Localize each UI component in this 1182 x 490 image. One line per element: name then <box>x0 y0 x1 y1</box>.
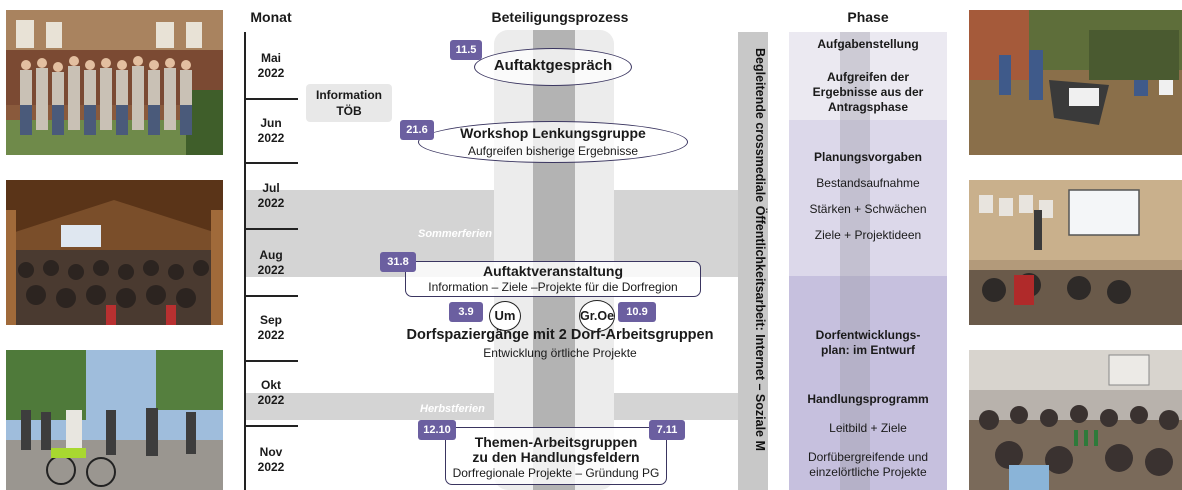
kickoff-talk-title: Auftaktgespräch <box>493 57 613 74</box>
phase-aufgabenstellung: Aufgabenstellung <box>817 37 919 51</box>
date-badge: 11.5 <box>450 40 482 60</box>
phase-block-start <box>789 32 947 120</box>
phase-stripe <box>840 32 870 490</box>
walks-title: Dorfspaziergänge mit 2 Dorf-Arbeitsgrupp… <box>406 327 714 343</box>
photo-presentation-room <box>969 180 1182 325</box>
crossmedia-bar <box>738 32 768 490</box>
photo-event-hall <box>6 180 223 325</box>
phase-planungsvorgaben: Planungsvorgaben <box>813 150 923 164</box>
auftakt-subtitle: Information – Ziele –Projekte für die Do… <box>428 280 678 294</box>
header-monat: Monat <box>250 9 292 25</box>
auftakt-title: Auftaktveranstaltung <box>482 263 624 279</box>
phase-leitbild: Leitbild + Ziele <box>829 421 907 435</box>
village-circle-groe: Gr.Oe <box>579 300 615 332</box>
photo-group-outdoor <box>6 10 223 155</box>
phase-bestandsaufnahme: Bestandsaufnahme <box>816 176 920 190</box>
date-badge: 21.6 <box>400 120 434 140</box>
label-herbstferien: Herbstferien <box>420 403 485 415</box>
timeline-tick <box>244 425 298 427</box>
timeline-tick <box>244 162 298 164</box>
timeline-tick <box>244 228 298 230</box>
phase-dep: Dorfentwicklungs-plan: im Entwurf <box>815 328 921 357</box>
date-badge: 7.11 <box>649 420 685 440</box>
themen-title-line1: Themen-Arbeitsgruppen <box>474 434 638 450</box>
date-badge: 31.8 <box>380 252 416 272</box>
workshop-title: Workshop Lenkungsgruppe <box>460 125 646 141</box>
date-badge: 10.9 <box>618 302 656 322</box>
themen-subtitle: Dorfregionale Projekte – Gründung PG <box>452 466 660 480</box>
village-circle-um: Um <box>489 301 521 331</box>
themen-title-line2: zu den Handlungsfeldern <box>472 449 640 465</box>
photo-field-discussion <box>969 10 1182 155</box>
photo-workshop-audience <box>969 350 1182 490</box>
phase-staerken: Stärken + Schwächen <box>809 202 927 216</box>
timeline-tick <box>244 360 298 362</box>
autumn-holiday-band <box>244 393 738 420</box>
phase-ziele: Ziele + Projektideen <box>814 228 922 242</box>
workshop-subtitle: Aufgreifen bisherige Ergebnisse <box>467 144 639 158</box>
label-sommerferien: Sommerferien <box>418 228 492 240</box>
workshop-ellipse <box>418 121 688 163</box>
header-phase: Phase <box>847 9 889 25</box>
timeline-tick <box>244 295 298 297</box>
crossmedia-bar-text: Begleitende crossmediale Öffentlichkeits… <box>753 48 767 451</box>
timeline-tick <box>244 98 298 100</box>
date-badge: 12.10 <box>418 420 456 440</box>
walks-subtitle: Entwicklung örtliche Projekte <box>483 346 637 360</box>
process-column-dark <box>533 30 575 490</box>
photo-village-walk <box>6 350 223 490</box>
kickoff-talk-ellipse <box>474 48 632 86</box>
phase-block-planning <box>789 120 947 276</box>
phase-block-draft <box>789 276 947 490</box>
themen-box <box>445 427 667 485</box>
auftakt-box <box>405 261 701 297</box>
phase-handlungsprogramm: Handlungsprogramm <box>807 392 929 406</box>
date-badge: 3.9 <box>449 302 483 322</box>
header-beteiligungsprozess: Beteiligungsprozess <box>491 9 629 25</box>
timeline-axis <box>244 32 246 490</box>
